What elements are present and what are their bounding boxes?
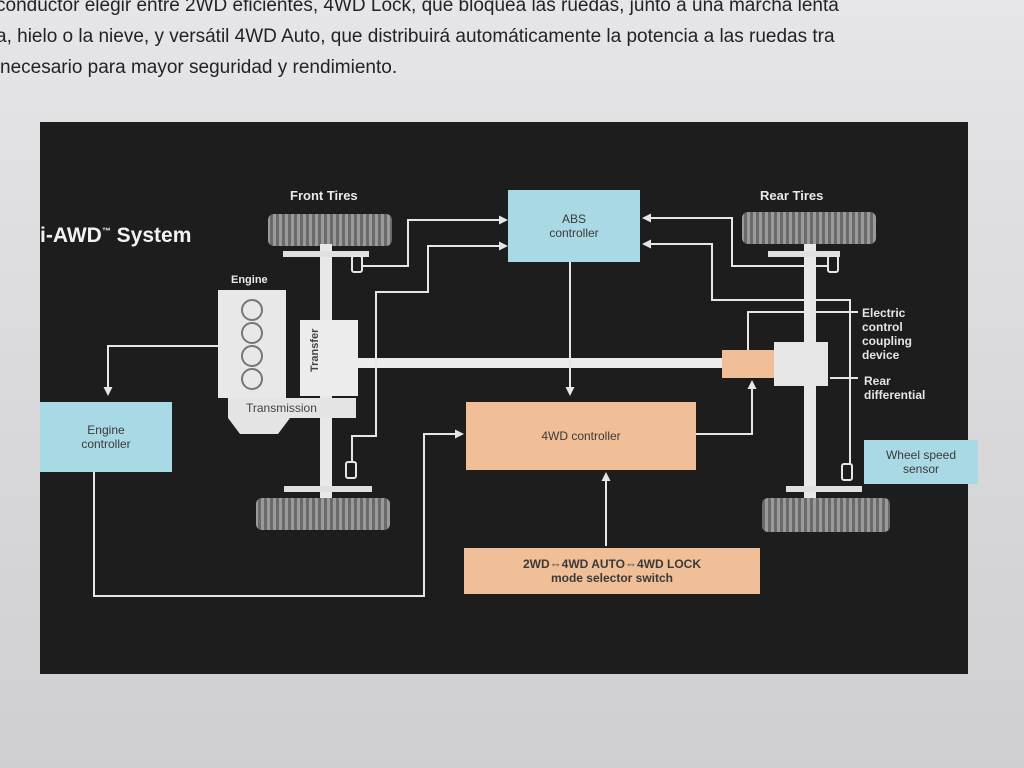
transfer-label: Transfer: [309, 328, 321, 372]
front-right-tire: [256, 498, 390, 530]
paragraph-line: conductor elegir entre 2WD eficientes, 4…: [0, 0, 839, 16]
engine-block: [218, 290, 286, 398]
engine-controller-box: Engine controller: [40, 402, 172, 472]
front-tires-label: Front Tires: [290, 188, 358, 203]
diagram-title: i-AWD™ System: [40, 224, 192, 247]
document-paragraph: conductor elegir entre 2WD eficientes, 4…: [0, 0, 1024, 83]
fourwd-controller-box: 4WD controller: [466, 402, 696, 470]
mode-selector-switch-box: 2WD⇔4WD AUTO⇔4WD LOCK mode selector swit…: [464, 548, 760, 594]
front-left-tire: [268, 214, 392, 246]
rear-differential-block: [774, 342, 828, 386]
transmission-block: [228, 398, 356, 434]
transmission-label: Transmission: [246, 401, 317, 415]
transfer-block: [300, 320, 358, 396]
wheel-speed-sensor-box: Wheel speed sensor: [864, 440, 978, 484]
abs-controller-box: ABS controller: [508, 190, 640, 262]
rear-left-tire: [742, 212, 876, 244]
rear-differential-label: Rear differential: [864, 374, 926, 402]
paragraph-line: necesario para mayor seguridad y rendimi…: [0, 57, 398, 78]
electric-coupling-device: [722, 350, 774, 378]
rear-right-tire: [762, 498, 890, 532]
engine-label: Engine: [231, 274, 268, 286]
driveshaft: [358, 358, 724, 368]
rear-tires-label: Rear Tires: [760, 188, 824, 203]
electric-coupling-label: Electric control coupling device: [862, 306, 912, 362]
paragraph-line: a, hielo o la nieve, y versátil 4WD Auto…: [0, 26, 835, 47]
